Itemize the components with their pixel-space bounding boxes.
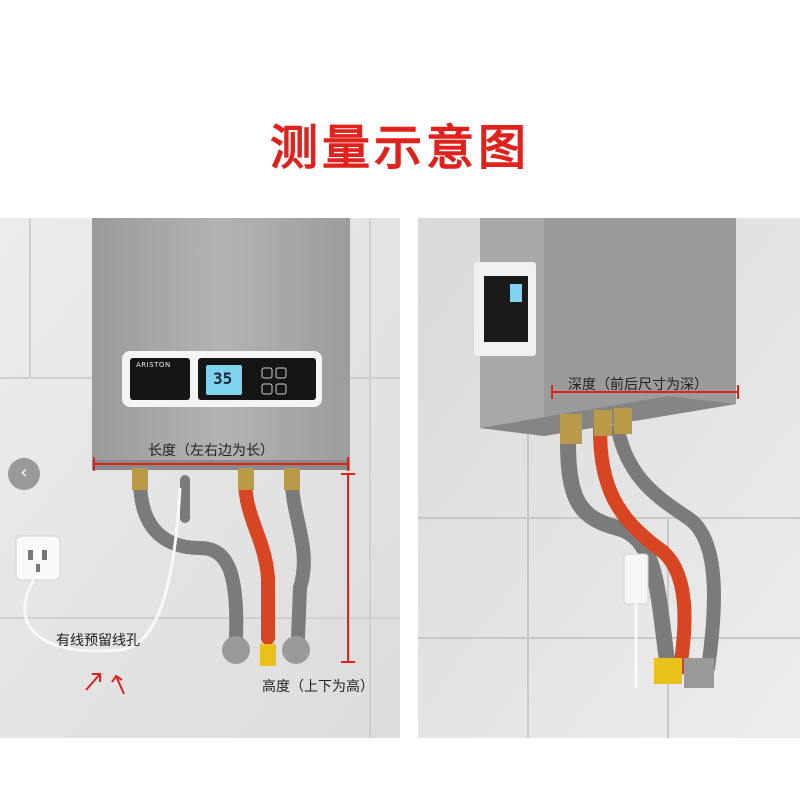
chevron-left-icon[interactable]: ‹ bbox=[8, 458, 40, 490]
right-photo-illustration bbox=[418, 218, 800, 738]
right-photo: 深度（前后尺寸为深） bbox=[418, 218, 800, 738]
length-label: 长度（左右边为长） bbox=[148, 443, 274, 459]
page-title: 测量示意图 bbox=[269, 120, 530, 176]
height-label: 高度（上下为高） bbox=[262, 679, 374, 695]
depth-label: 深度（前后尺寸为深） bbox=[568, 377, 708, 393]
wire-hole-label: 有线预留线孔 bbox=[56, 633, 140, 649]
left-photo: ARISTON 35 长度（左右边为长） 高度（上下为高） 有线预留线孔 bbox=[0, 218, 400, 738]
left-photo-illustration bbox=[0, 218, 400, 738]
brand-logo: ARISTON bbox=[136, 361, 171, 369]
lcd-display-value: 35 bbox=[213, 369, 233, 388]
